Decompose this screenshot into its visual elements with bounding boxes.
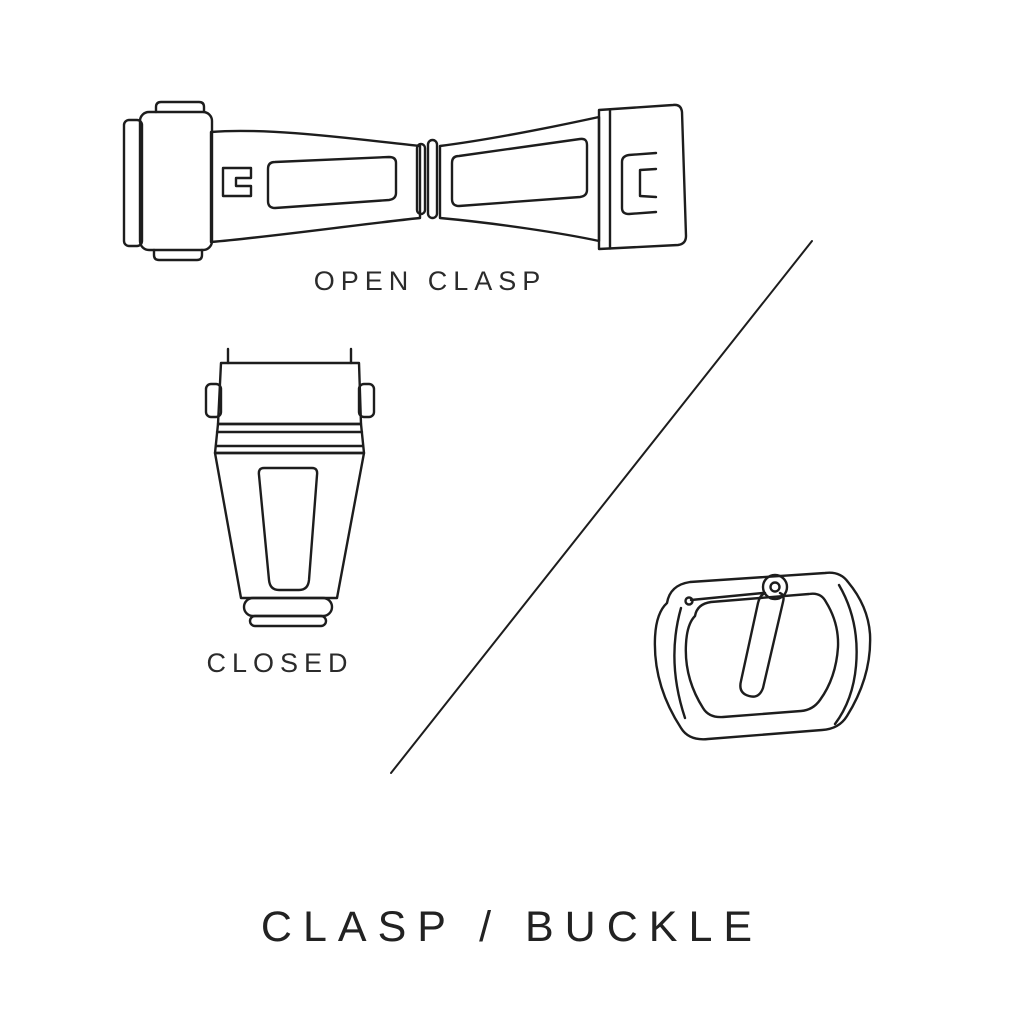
closed-clasp-label: CLOSED bbox=[206, 648, 354, 678]
page-title: CLASP / BUCKLE bbox=[260, 903, 764, 951]
open-clasp-label: OPEN CLASP bbox=[313, 266, 547, 296]
buckle-icon bbox=[653, 571, 872, 741]
open-clasp-icon bbox=[122, 100, 688, 262]
closed-clasp-icon bbox=[204, 347, 376, 628]
